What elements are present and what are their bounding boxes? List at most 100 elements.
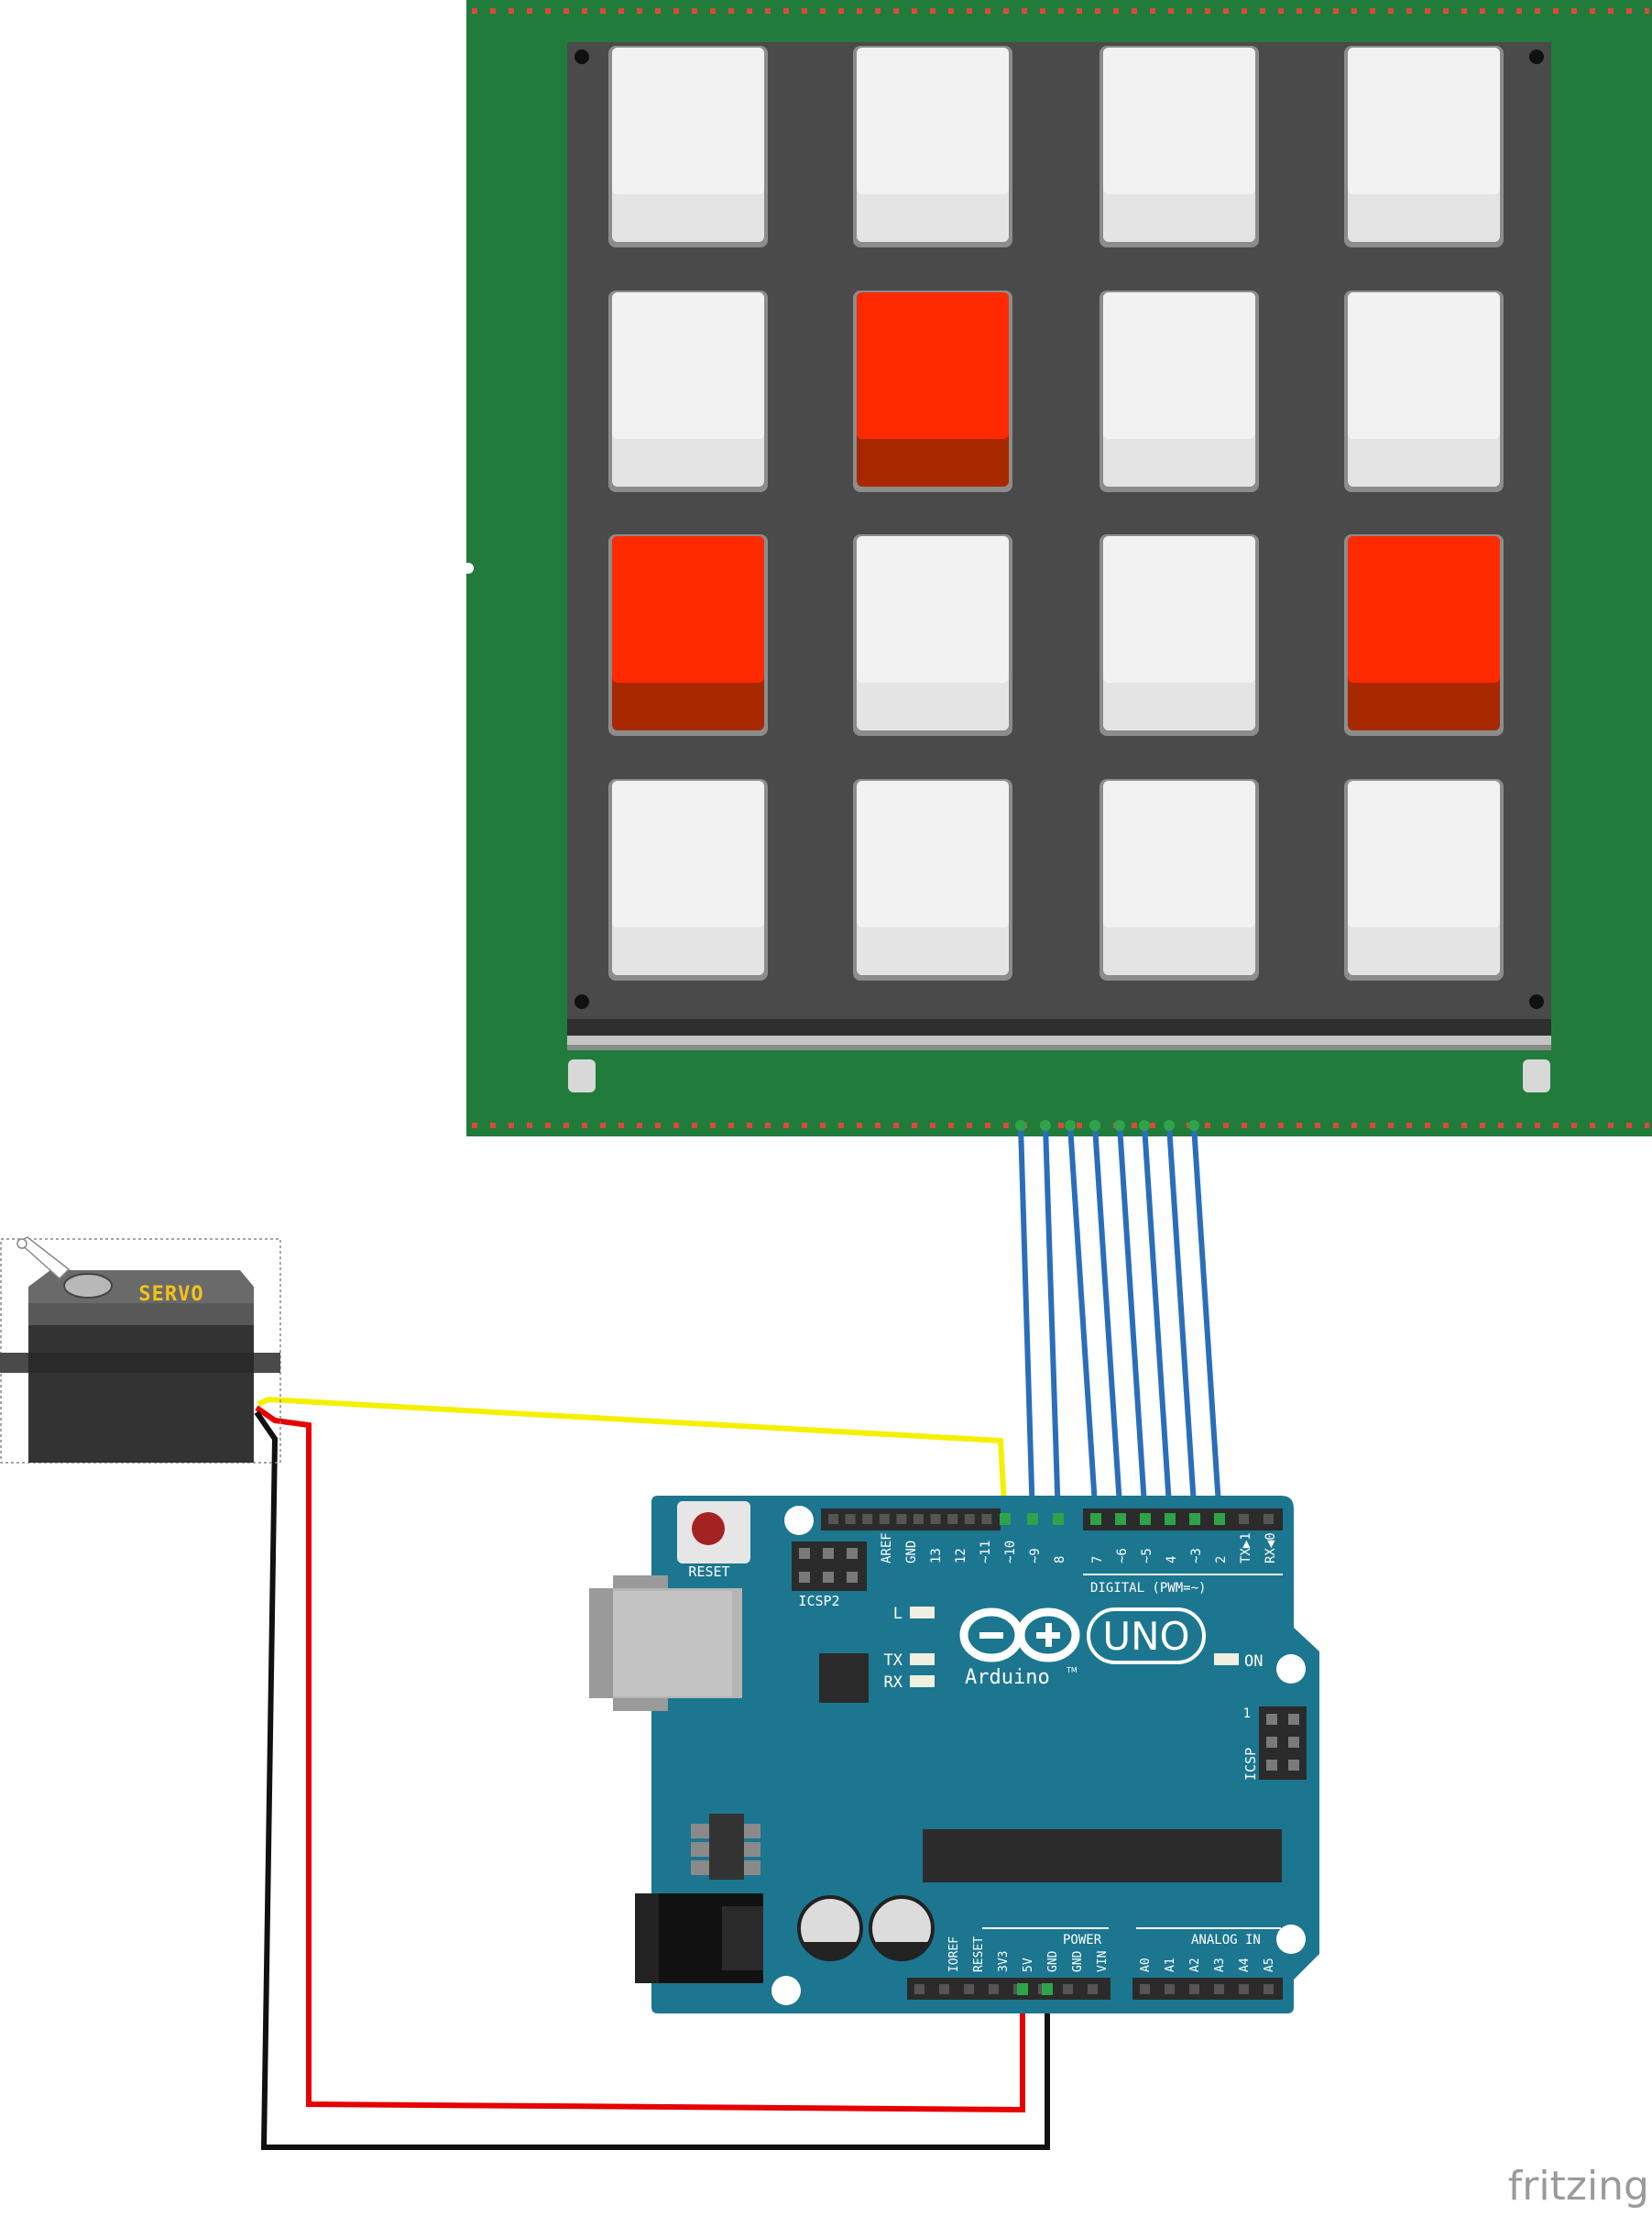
voltage-regulator: [709, 1814, 744, 1880]
power-pin-label: 5V: [1022, 1958, 1035, 1972]
keypad-key-r1c1[interactable]: [608, 46, 768, 247]
header-pin[interactable]: [1214, 1984, 1224, 1994]
digital-pin-label: ~10: [1003, 1541, 1018, 1563]
connected-pin[interactable]: [1053, 1513, 1064, 1525]
header-pin[interactable]: [896, 1514, 907, 1524]
header-pin[interactable]: [914, 1514, 924, 1524]
keypad-key-r4c3[interactable]: [1100, 779, 1259, 981]
keypad-foot-left: [568, 1059, 596, 1092]
connected-pin[interactable]: [1090, 1513, 1101, 1525]
header-pin[interactable]: [1239, 1514, 1249, 1524]
header-pin[interactable]: [845, 1514, 856, 1524]
header-pin[interactable]: [947, 1514, 958, 1524]
header-pin[interactable]: [1264, 1514, 1274, 1524]
header-pin[interactable]: [1063, 1984, 1073, 1994]
keypad-key-r1c3[interactable]: [1100, 46, 1259, 247]
header-pin[interactable]: [879, 1514, 890, 1524]
connected-pin[interactable]: [1017, 1983, 1028, 1995]
keypad-key-r3c4[interactable]: [1344, 534, 1504, 736]
wire-servo-signal[interactable]: [257, 1396, 1008, 1520]
led-tx: [910, 1653, 935, 1665]
digital-pin-label: 8: [1053, 1556, 1067, 1563]
analog-pin-label: A5: [1263, 1958, 1276, 1972]
keypad-key-r1c2[interactable]: [853, 46, 1012, 247]
wire-servo-power[interactable]: [255, 1405, 1025, 2113]
power-header: [907, 1978, 1110, 2000]
analog-header: [1132, 1978, 1283, 2000]
wire-keypad-d4[interactable]: [1142, 1124, 1173, 1520]
connected-pin[interactable]: [1165, 1513, 1176, 1525]
keypad-key-r3c1[interactable]: [608, 534, 768, 736]
connected-pin[interactable]: [1027, 1513, 1038, 1525]
power-label: POWER: [1063, 1933, 1102, 1947]
header-pin[interactable]: [964, 1984, 974, 1994]
keypad-key-r4c1[interactable]: [608, 779, 768, 981]
wire-servo-ground[interactable]: [254, 1410, 1050, 2150]
wire-keypad-d2[interactable]: [1191, 1124, 1222, 1520]
wire-keypad-d3[interactable]: [1166, 1124, 1198, 1520]
power-pin-label: RESET: [972, 1936, 986, 1972]
connected-pin[interactable]: [1042, 1983, 1053, 1995]
screw-top-left: [574, 49, 589, 64]
keypad-key-r2c4[interactable]: [1344, 291, 1504, 492]
keypad-key-r2c2[interactable]: [853, 291, 1012, 492]
icsp-pin1-label: 1: [1243, 1706, 1251, 1721]
wire-keypad-d6[interactable]: [1092, 1124, 1123, 1520]
reset-button-cap[interactable]: [692, 1512, 725, 1545]
header-pin[interactable]: [1140, 1984, 1150, 1994]
led-on: [1214, 1653, 1239, 1665]
connected-pin[interactable]: [1140, 1513, 1151, 1525]
wire-keypad-d5[interactable]: [1117, 1124, 1148, 1520]
keypad-foot-right: [1523, 1059, 1550, 1092]
header-pin[interactable]: [930, 1514, 941, 1524]
atmega-chip: [923, 1829, 1282, 1882]
connected-pin[interactable]: [1000, 1513, 1011, 1525]
header-pin[interactable]: [939, 1984, 949, 1994]
connected-pin[interactable]: [1115, 1513, 1126, 1525]
led-l-label: L: [893, 1605, 903, 1623]
digital-pin-label: ~11: [979, 1541, 993, 1563]
servo-label: SERVO: [138, 1283, 203, 1306]
keypad-key-r3c3[interactable]: [1100, 534, 1259, 736]
pcb-mount-notch: [463, 563, 474, 574]
analog-pin-label: A1: [1164, 1958, 1177, 1972]
header-pin[interactable]: [981, 1514, 992, 1524]
keypad-key-r4c4[interactable]: [1344, 779, 1504, 981]
connected-pin[interactable]: [1214, 1513, 1225, 1525]
digital-pin-label: RX◀0: [1264, 1532, 1278, 1563]
servo-selection-box: [0, 1238, 281, 1464]
keypad-base-shadow: [567, 1019, 1551, 1037]
header-pin[interactable]: [1264, 1984, 1274, 1994]
power-pin-label: 3V3: [997, 1951, 1011, 1972]
digital-header-low: [1083, 1508, 1283, 1530]
servo-horn[interactable]: [16, 1236, 71, 1280]
wire-keypad-d9[interactable]: [1018, 1124, 1035, 1520]
wire-keypad-d8[interactable]: [1043, 1124, 1061, 1520]
keypad-key-r2c3[interactable]: [1100, 291, 1259, 492]
connected-pin[interactable]: [1189, 1513, 1200, 1525]
keypad-ribbon-edge: [567, 1036, 1551, 1047]
servo-motor: SERVO: [0, 1236, 281, 1464]
header-pin[interactable]: [964, 1514, 975, 1524]
header-pin[interactable]: [989, 1984, 999, 1994]
keypad-key-r3c2[interactable]: [853, 534, 1012, 736]
header-pin[interactable]: [1189, 1984, 1199, 1994]
keypad-key-r1c4[interactable]: [1344, 46, 1504, 247]
digital-pin-label: ~3: [1189, 1548, 1204, 1563]
uno-mount-hole: [784, 1506, 814, 1535]
header-pin[interactable]: [1165, 1984, 1175, 1994]
analog-pin-label: A2: [1188, 1958, 1202, 1972]
icsp-label: ICSP: [1242, 1748, 1259, 1781]
keypad-key-r4c2[interactable]: [853, 779, 1012, 981]
analog-pin-label: A3: [1213, 1958, 1227, 1972]
wire-keypad-d7[interactable]: [1067, 1124, 1099, 1520]
keypad-key-r2c1[interactable]: [608, 291, 768, 492]
header-pin[interactable]: [914, 1984, 924, 1994]
header-pin[interactable]: [1088, 1984, 1098, 1994]
header-pin[interactable]: [828, 1514, 838, 1524]
header-pin[interactable]: [1239, 1984, 1249, 1994]
header-pin[interactable]: [862, 1514, 873, 1524]
servo-body: [28, 1309, 254, 1463]
icsp2-label: ICSP2: [798, 1593, 839, 1609]
